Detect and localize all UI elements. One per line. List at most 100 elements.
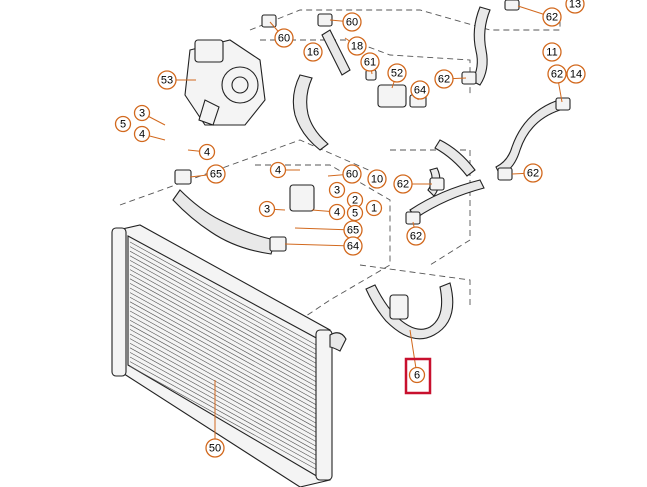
radiator-fin bbox=[129, 264, 319, 370]
callout-circle bbox=[360, 52, 380, 72]
callout-circle bbox=[303, 42, 323, 62]
callout-14[interactable]: 14 bbox=[566, 64, 586, 84]
callout-circle bbox=[274, 28, 294, 48]
callout-circle bbox=[133, 104, 151, 122]
callout-label: 6 bbox=[414, 370, 420, 382]
callout-label: 4 bbox=[139, 129, 145, 141]
callout-13[interactable]: 13 bbox=[565, 0, 585, 14]
callout-18[interactable]: 18 bbox=[347, 36, 367, 56]
callout-circle bbox=[346, 204, 364, 222]
callout-6[interactable]: 6 bbox=[408, 366, 426, 384]
radiator-fin bbox=[129, 301, 319, 407]
callout-62a[interactable]: 62 bbox=[434, 69, 454, 89]
callout-circle bbox=[198, 143, 216, 161]
radiator-fin bbox=[129, 333, 319, 439]
callout-60b[interactable]: 60 bbox=[342, 12, 362, 32]
callout-label: 62 bbox=[410, 231, 422, 243]
callout-65b[interactable]: 65 bbox=[343, 220, 363, 240]
radiator-fin bbox=[129, 361, 319, 466]
callout-label: 18 bbox=[351, 41, 363, 53]
callout-label: 62 bbox=[527, 168, 539, 180]
callout-62e[interactable]: 62 bbox=[523, 163, 543, 183]
callout-circle bbox=[387, 63, 407, 83]
radiator-fin bbox=[129, 255, 319, 361]
callout-1[interactable]: 1 bbox=[365, 199, 383, 217]
callout-circle bbox=[347, 36, 367, 56]
callout-label: 65 bbox=[210, 169, 222, 181]
callout-label: 60 bbox=[346, 17, 358, 29]
callout-52[interactable]: 52 bbox=[387, 63, 407, 83]
callout-5b[interactable]: 5 bbox=[346, 204, 364, 222]
radiator-icon bbox=[111, 224, 347, 487]
callout-circle bbox=[542, 42, 562, 62]
callout-64a[interactable]: 64 bbox=[410, 80, 430, 100]
callout-circle bbox=[410, 80, 430, 100]
callout-label: 61 bbox=[364, 57, 376, 69]
callout-62b[interactable]: 62 bbox=[542, 7, 562, 27]
callout-label: 62 bbox=[546, 12, 558, 24]
callout-label: 62 bbox=[551, 69, 563, 81]
radiator-fin bbox=[129, 365, 319, 471]
callout-53[interactable]: 53 bbox=[157, 70, 177, 90]
coolant-pump-icon bbox=[184, 39, 266, 126]
callout-label: 4 bbox=[334, 207, 340, 219]
callout-4d[interactable]: 4 bbox=[328, 203, 346, 221]
callout-label: 3 bbox=[334, 185, 340, 197]
callout-60a[interactable]: 60 bbox=[274, 28, 294, 48]
callout-4b[interactable]: 4 bbox=[198, 143, 216, 161]
callout-label: 62 bbox=[397, 179, 409, 191]
callout-62d[interactable]: 62 bbox=[393, 174, 413, 194]
callout-circle bbox=[133, 125, 151, 143]
callout-3a[interactable]: 3 bbox=[133, 104, 151, 122]
callout-61[interactable]: 61 bbox=[360, 52, 380, 72]
assembly-boundary-upper bbox=[249, 9, 561, 31]
radiator-fin bbox=[129, 260, 319, 365]
callout-label: 13 bbox=[569, 0, 581, 11]
callout-3b[interactable]: 3 bbox=[328, 181, 346, 199]
callout-3c[interactable]: 3 bbox=[258, 200, 276, 218]
leader-line bbox=[284, 243, 354, 247]
callout-label: 50 bbox=[209, 443, 221, 455]
radiator-fin bbox=[129, 315, 319, 420]
highlight-box-part-6[interactable] bbox=[404, 357, 432, 395]
leader-line bbox=[294, 227, 354, 231]
radiator-fin bbox=[129, 296, 319, 402]
callout-circle bbox=[328, 181, 346, 199]
callout-64b[interactable]: 64 bbox=[343, 236, 363, 256]
callout-circle bbox=[566, 64, 586, 84]
callout-circle bbox=[547, 64, 567, 84]
radiator-fin bbox=[129, 287, 319, 393]
callout-circle bbox=[365, 199, 383, 217]
callout-4c[interactable]: 4 bbox=[269, 161, 287, 179]
radiator-fin bbox=[129, 347, 319, 453]
radiator-fin bbox=[129, 273, 319, 379]
callout-label: 53 bbox=[161, 75, 173, 87]
callout-label: 5 bbox=[352, 208, 358, 220]
radiator-fin bbox=[129, 269, 319, 374]
callout-60c[interactable]: 60 bbox=[342, 164, 362, 184]
callout-4a[interactable]: 4 bbox=[133, 125, 151, 143]
callout-62c[interactable]: 62 bbox=[547, 64, 567, 84]
callout-label: 1 bbox=[371, 203, 377, 215]
callout-11[interactable]: 11 bbox=[542, 42, 562, 62]
callout-label: 10 bbox=[371, 174, 383, 186]
callout-label: 3 bbox=[139, 108, 145, 120]
callout-label: 14 bbox=[570, 69, 582, 81]
hose-icon bbox=[172, 6, 561, 340]
radiator-fin bbox=[129, 356, 319, 462]
callout-65a[interactable]: 65 bbox=[206, 164, 226, 184]
callout-10[interactable]: 10 bbox=[367, 169, 387, 189]
callout-circle bbox=[434, 69, 454, 89]
callout-16[interactable]: 16 bbox=[303, 42, 323, 62]
radiator-fin bbox=[129, 283, 319, 388]
radiator-fin bbox=[129, 324, 319, 430]
callout-5a[interactable]: 5 bbox=[114, 115, 132, 133]
callout-circle bbox=[393, 174, 413, 194]
callout-50[interactable]: 50 bbox=[205, 438, 225, 458]
radiator-fin bbox=[129, 292, 319, 397]
callout-62f[interactable]: 62 bbox=[406, 226, 426, 246]
callout-label: 60 bbox=[278, 33, 290, 45]
callout-circle bbox=[205, 438, 225, 458]
